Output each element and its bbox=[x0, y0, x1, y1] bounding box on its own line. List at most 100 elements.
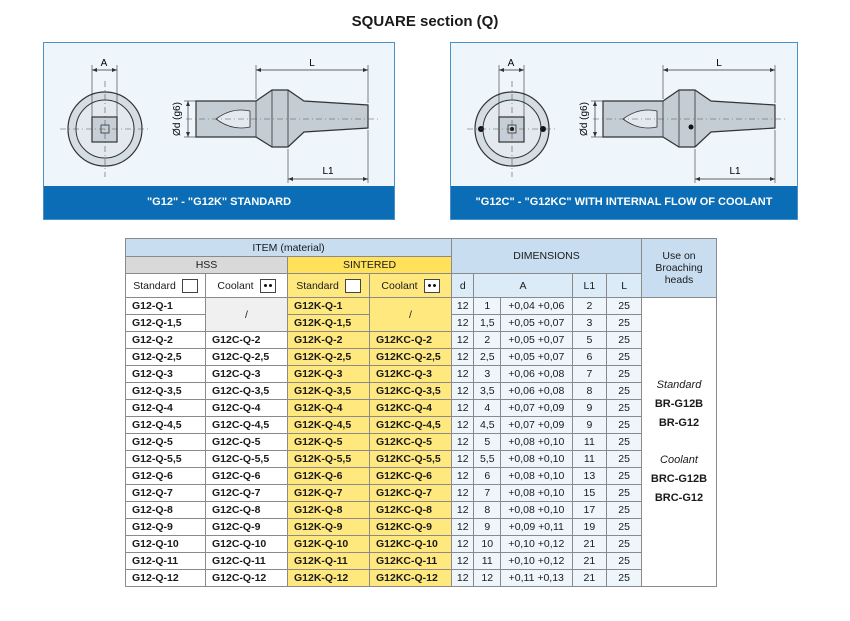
dimensions-header: DIMENSIONS bbox=[451, 238, 642, 274]
dim-a-tolerance: +0,05 +0,07 bbox=[500, 314, 573, 332]
hss-standard-code: G12-Q-4 bbox=[125, 399, 206, 417]
dim-l1: 3 bbox=[571, 314, 608, 332]
hss-coolant-code: G12C-Q-8 bbox=[205, 501, 288, 519]
dim-l: 25 bbox=[606, 348, 642, 366]
sintered-coolant-na: / bbox=[369, 297, 452, 332]
dim-l: 25 bbox=[606, 433, 642, 451]
hss-coolant-code: G12C-Q-12 bbox=[205, 569, 288, 587]
dim-a-tolerance: +0,10 +0,12 bbox=[500, 552, 573, 570]
coolant-tool-drawing: A L L1 Ød (g6) bbox=[467, 58, 785, 183]
dim-d: 12 bbox=[450, 382, 475, 400]
dim-l-label: L bbox=[309, 58, 315, 69]
dim-d-label: Ød (g6) bbox=[172, 102, 183, 136]
dim-a-tolerance: +0,08 +0,10 bbox=[500, 433, 573, 451]
sintered-standard-code: G12K-Q-12 bbox=[287, 569, 370, 587]
sintered-standard-code: G12K-Q-7 bbox=[287, 484, 370, 502]
dim-l1: 2 bbox=[571, 297, 608, 315]
dim-l: 25 bbox=[606, 331, 642, 349]
dim-l1: 11 bbox=[571, 433, 608, 451]
dim-l: 25 bbox=[606, 416, 642, 434]
sintered-standard-code: G12K-Q-1 bbox=[287, 297, 370, 315]
coolant-drawing-panel: A L L1 Ød (g6) "G12C" - "G12KC" WITH INT… bbox=[450, 42, 798, 220]
dim-a: 9 bbox=[473, 518, 502, 536]
dim-l: 25 bbox=[606, 365, 642, 383]
dim-a: 6 bbox=[473, 467, 502, 485]
dim-l: 25 bbox=[606, 382, 642, 400]
sintered-standard-code: G12K-Q-5,5 bbox=[287, 450, 370, 468]
sintered-standard-code: G12K-Q-11 bbox=[287, 552, 370, 570]
sintered-standard-code: G12K-Q-2 bbox=[287, 331, 370, 349]
sintered-coolant-code: G12KC-Q-8 bbox=[369, 501, 452, 519]
dim-l: 25 bbox=[606, 314, 642, 332]
hss-standard-code: G12-Q-6 bbox=[125, 467, 206, 485]
dim-a: 4,5 bbox=[473, 416, 502, 434]
dim-a: 2 bbox=[473, 331, 502, 349]
hss-standard-code: G12-Q-10 bbox=[125, 535, 206, 553]
hss-coolant-code: G12C-Q-4,5 bbox=[205, 416, 288, 434]
sintered-coolant-code: G12KC-Q-10 bbox=[369, 535, 452, 553]
hss-coolant-header: Coolant bbox=[205, 273, 288, 298]
dim-d: 12 bbox=[450, 331, 475, 349]
sintered-standard-code: G12K-Q-4 bbox=[287, 399, 370, 417]
hss-coolant-code: G12C-Q-3,5 bbox=[205, 382, 288, 400]
dim-a-tolerance: +0,06 +0,08 bbox=[500, 365, 573, 383]
dim-l: 25 bbox=[606, 484, 642, 502]
dim-l1: 19 bbox=[571, 518, 608, 536]
coolant-swatch-icon bbox=[259, 278, 276, 293]
sintered-standard-code: G12K-Q-1,5 bbox=[287, 314, 370, 332]
dim-a: 12 bbox=[473, 569, 502, 587]
dim-d: 12 bbox=[450, 535, 475, 553]
sintered-coolant-code: G12KC-Q-3,5 bbox=[369, 382, 452, 400]
dim-d: 12 bbox=[450, 433, 475, 451]
sintered-coolant-code: G12KC-Q-6 bbox=[369, 467, 452, 485]
coolant-code: BRC-G12B bbox=[650, 473, 708, 485]
dim-l: 25 bbox=[606, 535, 642, 553]
dim-d: 12 bbox=[450, 501, 475, 519]
sintered-coolant-code: G12KC-Q-5 bbox=[369, 433, 452, 451]
col-d-header: d bbox=[450, 273, 475, 298]
sintered-coolant-code: G12KC-Q-2 bbox=[369, 331, 452, 349]
dim-a-tolerance: +0,08 +0,10 bbox=[500, 484, 573, 502]
dim-a: 5,5 bbox=[473, 450, 502, 468]
dim-a-tolerance: +0,05 +0,07 bbox=[500, 331, 573, 349]
dim-l1: 5 bbox=[571, 331, 608, 349]
item-header: ITEM (material) bbox=[125, 238, 452, 257]
dim-a: 10 bbox=[473, 535, 502, 553]
hss-standard-code: G12-Q-2,5 bbox=[125, 348, 206, 366]
dim-a-label: A bbox=[508, 58, 515, 69]
dim-d: 12 bbox=[450, 314, 475, 332]
sintered-header: SINTERED bbox=[287, 256, 452, 274]
hss-header: HSS bbox=[125, 256, 288, 274]
dim-a: 8 bbox=[473, 501, 502, 519]
hss-standard-code: G12-Q-11 bbox=[125, 552, 206, 570]
dim-a-tolerance: +0,04 +0,06 bbox=[500, 297, 573, 315]
dim-a: 3 bbox=[473, 365, 502, 383]
dim-a-tolerance: +0,09 +0,11 bbox=[500, 518, 573, 536]
dim-l: 25 bbox=[606, 552, 642, 570]
dim-a-tolerance: +0,08 +0,10 bbox=[500, 450, 573, 468]
dim-a-tolerance: +0,07 +0,09 bbox=[500, 399, 573, 417]
dim-a-label: A bbox=[101, 58, 108, 69]
col-a-header: A bbox=[473, 273, 573, 298]
dim-a: 3,5 bbox=[473, 382, 502, 400]
hss-standard-code: G12-Q-3,5 bbox=[125, 382, 206, 400]
dim-l1: 11 bbox=[571, 450, 608, 468]
sintered-standard-code: G12K-Q-3 bbox=[287, 365, 370, 383]
hss-standard-code: G12-Q-1,5 bbox=[125, 314, 206, 332]
hss-standard-code: G12-Q-5 bbox=[125, 433, 206, 451]
hss-standard-code: G12-Q-3 bbox=[125, 365, 206, 383]
hss-coolant-code: G12C-Q-2 bbox=[205, 331, 288, 349]
dim-l1: 15 bbox=[571, 484, 608, 502]
sintered-standard-header: Standard bbox=[287, 273, 370, 298]
dim-d-label: Ød (g6) bbox=[579, 102, 590, 136]
dim-l: 25 bbox=[606, 399, 642, 417]
hss-coolant-code: G12C-Q-10 bbox=[205, 535, 288, 553]
